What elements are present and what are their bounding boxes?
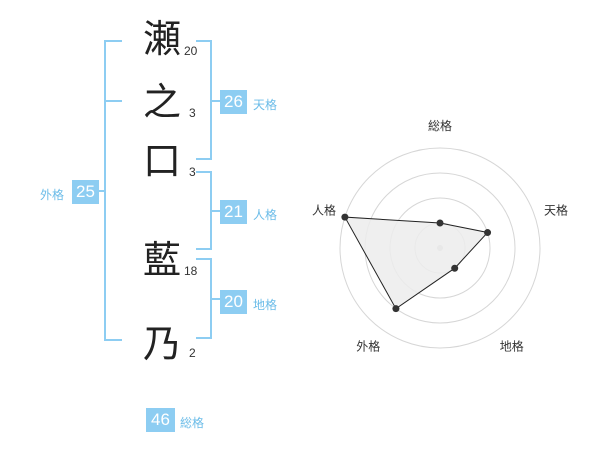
chikaku-badge: 20 [220, 290, 247, 314]
tenkaku-label: 天格 [253, 98, 278, 112]
radar-axis-label: 総格 [428, 118, 452, 133]
soukaku-badge: 46 [146, 408, 175, 432]
soukaku-label: 総格 [180, 416, 205, 430]
tenkaku-bracket [196, 40, 212, 160]
stroke-count-4: 18 [184, 264, 198, 278]
name-char-5: 乃 [142, 322, 181, 366]
radar-axis-label: 地格 [500, 339, 524, 354]
name-char-1: 瀬 [142, 17, 181, 61]
gaikaku-badge: 25 [72, 180, 99, 204]
radar-axis-label: 天格 [544, 202, 568, 217]
jinkaku-label: 人格 [253, 208, 278, 222]
radar-ring [339, 147, 541, 349]
bracket-connector [104, 100, 122, 102]
jinkaku-bracket [196, 171, 212, 250]
radar-axis-label: 人格 [312, 202, 336, 217]
stroke-count-3: 3 [189, 165, 196, 179]
radar-point [484, 229, 492, 237]
name-char-2: 之 [142, 80, 181, 124]
stroke-count-2: 3 [189, 106, 196, 120]
radar-center [437, 245, 443, 251]
gaikaku-bracket [104, 40, 122, 341]
name-char-3: 口 [142, 139, 181, 183]
radar-point [436, 219, 444, 227]
stroke-count-1: 20 [184, 44, 198, 58]
radar-point [451, 264, 459, 272]
radar-axis-label: 外格 [356, 339, 380, 354]
chikaku-label: 地格 [253, 298, 278, 312]
chikaku-bracket [196, 258, 212, 339]
bracket-connector [212, 210, 220, 212]
radar-ring [389, 197, 491, 299]
radar-point [392, 305, 400, 313]
radar-point [341, 213, 349, 221]
bracket-connector [212, 100, 220, 102]
radar-ring [414, 222, 466, 274]
tenkaku-badge: 26 [220, 90, 247, 114]
stroke-count-5: 2 [189, 346, 196, 360]
radar-ring [364, 172, 516, 324]
bracket-connector [96, 190, 104, 192]
gaikaku-label: 外格 [40, 188, 65, 202]
bracket-connector [212, 298, 220, 300]
name-char-4: 藍 [142, 238, 181, 282]
jinkaku-badge: 21 [220, 200, 247, 224]
radar-area [344, 216, 489, 310]
